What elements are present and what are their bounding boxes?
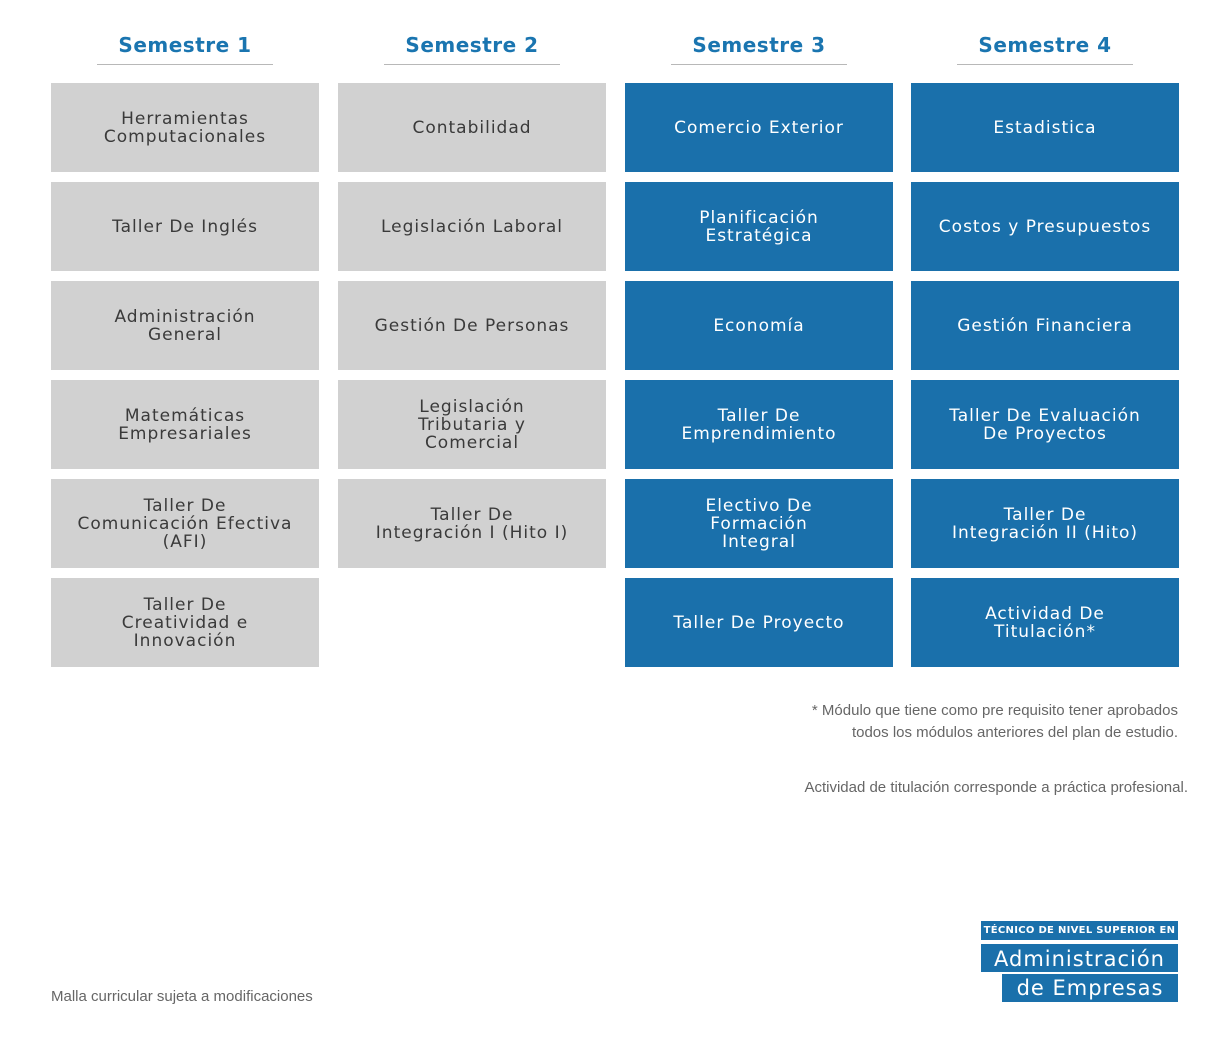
module-name: Contabilidad <box>412 117 532 138</box>
module-cell: Taller De Inglés <box>51 182 319 271</box>
semester-title-underline <box>671 64 847 65</box>
module-cell: Taller De Creatividad e Innovación <box>51 578 319 667</box>
module-name: Estadistica <box>993 117 1097 138</box>
module-name: Electivo De Formación Integral <box>705 495 813 552</box>
prerequisite-note-line2: todos los módulos anteriores del plan de… <box>851 724 1178 741</box>
module-cell: Taller De Integración II (Hito) <box>911 479 1179 568</box>
module-cell: Comercio Exterior <box>625 83 893 172</box>
module-cell: Legislación Tributaria y Comercial <box>338 380 606 469</box>
logo-line2: de Empresas <box>1002 974 1178 1002</box>
module-cell: Taller De Comunicación Efectiva (AFI) <box>51 479 319 568</box>
module-cell: Gestión De Personas <box>338 281 606 370</box>
module-cell: Taller De Integración I (Hito I) <box>338 479 606 568</box>
module-name: Legislación Laboral <box>380 216 563 237</box>
module-cell: Herramientas Computacionales <box>51 83 319 172</box>
module-name: Taller De Emprendimiento <box>681 405 837 444</box>
prerequisite-note-line1: * Módulo que tiene como pre requisito te… <box>811 702 1178 719</box>
module-cell: Contabilidad <box>338 83 606 172</box>
footer-disclaimer: Malla curricular sujeta a modificaciones <box>51 988 313 1005</box>
module-cell: Economía <box>625 281 893 370</box>
module-name: Taller De Evaluación De Proyectos <box>949 405 1141 444</box>
module-name: Taller De Comunicación Efectiva (AFI) <box>77 495 293 552</box>
semester-title: Semestre 2 <box>405 33 539 57</box>
module-name: Taller De Creatividad e Innovación <box>121 594 249 651</box>
module-name: Legislación Tributaria y Comercial <box>418 396 526 453</box>
module-cell: Gestión Financiera <box>911 281 1179 370</box>
module-name: Taller De Integración II (Hito) <box>951 504 1139 543</box>
titulacion-note: Actividad de titulación corresponde a pr… <box>804 779 1188 796</box>
module-cell: Costos y Presupuestos <box>911 182 1179 271</box>
module-name: Administración General <box>114 306 256 345</box>
module-name: Matemáticas Empresariales <box>118 405 252 444</box>
module-name: Gestión Financiera <box>957 315 1133 336</box>
semester-title: Semestre 3 <box>692 33 826 57</box>
module-name: Economía <box>713 315 805 336</box>
module-cell: Matemáticas Empresariales <box>51 380 319 469</box>
module-name: Taller De Proyecto <box>673 612 845 633</box>
module-cell: Taller De Evaluación De Proyectos <box>911 380 1179 469</box>
module-cell: Taller De Emprendimiento <box>625 380 893 469</box>
semester-title-underline <box>957 64 1133 65</box>
module-name: Planificación Estratégica <box>699 207 819 246</box>
module-name: Actividad De Titulación* <box>985 603 1105 642</box>
semester-title-underline <box>97 64 273 65</box>
module-cell: Planificación Estratégica <box>625 182 893 271</box>
program-logo: TÉCNICO DE NIVEL SUPERIOR EN Administrac… <box>981 921 1178 1002</box>
module-cell: Administración General <box>51 281 319 370</box>
module-cell: Estadistica <box>911 83 1179 172</box>
module-name: Gestión De Personas <box>374 315 570 336</box>
logo-line1: Administración <box>981 944 1178 972</box>
semester-title-underline <box>384 64 560 65</box>
module-cell: Legislación Laboral <box>338 182 606 271</box>
module-cell: Actividad De Titulación* <box>911 578 1179 667</box>
module-cell: Taller De Proyecto <box>625 578 893 667</box>
module-cell: Electivo De Formación Integral <box>625 479 893 568</box>
module-name: Taller De Inglés <box>112 216 258 237</box>
module-name: Taller De Integración I (Hito I) <box>375 504 569 543</box>
module-name: Costos y Presupuestos <box>938 216 1152 237</box>
logo-subtitle: TÉCNICO DE NIVEL SUPERIOR EN <box>981 921 1178 940</box>
module-name: Herramientas Computacionales <box>103 108 267 147</box>
module-name: Comercio Exterior <box>674 117 844 138</box>
prerequisite-note: * Módulo que tiene como pre requisito te… <box>812 700 1178 744</box>
semester-title: Semestre 1 <box>118 33 252 57</box>
semester-title: Semestre 4 <box>978 33 1112 57</box>
